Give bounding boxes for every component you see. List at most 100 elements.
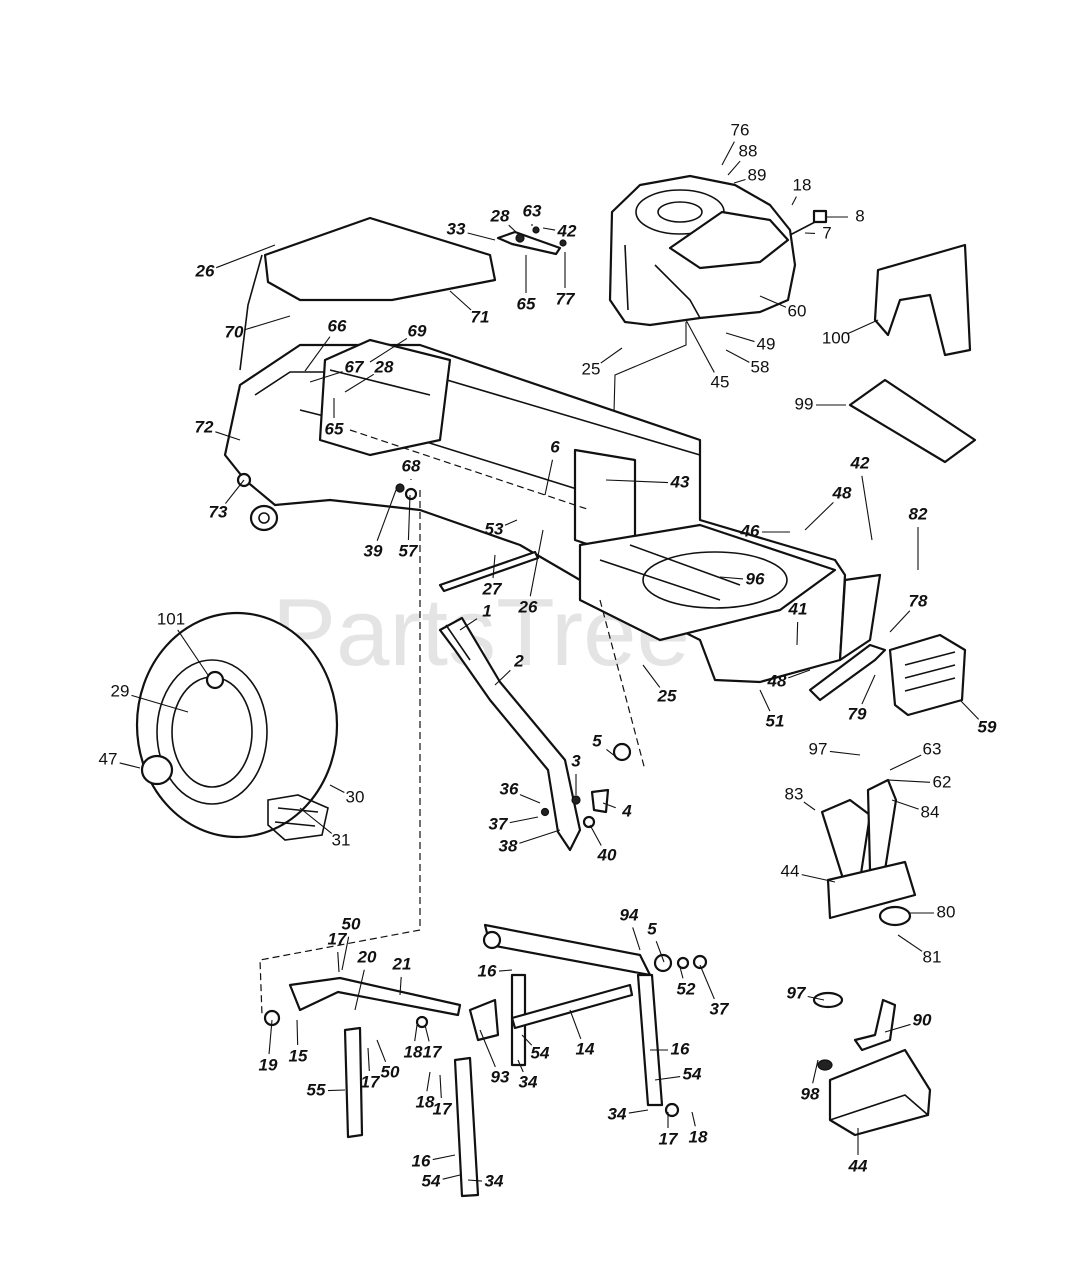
part-number-label: 66 — [328, 316, 347, 335]
part-number-label: 18 — [689, 1127, 708, 1146]
part-number-label: 34 — [485, 1171, 504, 1190]
part-number-label: 28 — [374, 357, 394, 376]
part-number-label: 62 — [933, 772, 952, 791]
part-number-label: 5 — [647, 919, 657, 938]
part-number-label: 7 — [822, 223, 831, 242]
part-number-label: 26 — [518, 597, 538, 616]
callout-leader — [801, 874, 836, 883]
part-number-label: 90 — [913, 1010, 932, 1029]
callout-leader — [304, 336, 331, 372]
part-number-label: 17 — [433, 1099, 453, 1118]
part-number-label: 50 — [342, 914, 361, 933]
part-number-label: 46 — [740, 521, 760, 540]
callout-leader — [897, 934, 923, 952]
callout-leader — [727, 160, 741, 176]
part-number-label: 18 — [793, 175, 812, 194]
callout-leader — [804, 501, 834, 531]
part-number-label: 63 — [523, 201, 542, 220]
rear-guard — [873, 243, 972, 357]
mount-plate — [848, 378, 977, 464]
part-number-label: 98 — [801, 1084, 820, 1103]
part-number-label: 101 — [157, 609, 185, 628]
callout-leader — [309, 371, 343, 383]
part-number-label: 48 — [767, 671, 787, 690]
part-number-label: 51 — [766, 711, 785, 730]
part-number-label: 45 — [711, 372, 730, 391]
muffler-lower — [812, 991, 932, 1137]
part-number-label: 93 — [491, 1067, 510, 1086]
callout-leader — [679, 966, 684, 979]
part-number-label: 81 — [923, 947, 942, 966]
seat-pan — [239, 216, 497, 371]
callout-leader — [889, 610, 911, 633]
part-number-label: 25 — [657, 686, 677, 705]
part-number-label: 42 — [850, 453, 870, 472]
callout-leader — [725, 349, 750, 363]
callout-leader — [504, 519, 518, 526]
part-number-label: 18 — [416, 1092, 435, 1111]
part-number-label: 48 — [832, 483, 852, 502]
heat-shield — [808, 633, 967, 717]
callout-leader — [354, 969, 365, 1011]
part-number-label: 25 — [582, 359, 601, 378]
callout-leader — [759, 689, 771, 712]
callout-leader — [508, 224, 517, 233]
callout-leader — [327, 1089, 346, 1092]
part-number-label: 17 — [328, 929, 348, 948]
callout-leader — [721, 141, 735, 166]
part-number-label: 54 — [683, 1064, 702, 1083]
part-number-label: 88 — [739, 141, 758, 160]
callout-leader — [517, 1059, 524, 1073]
callout-leader — [498, 969, 513, 972]
part-number-label: 80 — [937, 902, 956, 921]
callout-leader — [367, 1047, 370, 1072]
lift-linkage — [263, 923, 708, 1198]
part-number-label: 49 — [757, 334, 776, 353]
callout-leader — [492, 554, 496, 579]
engine — [608, 174, 828, 561]
part-number-label: 94 — [620, 905, 639, 924]
callout-leader — [733, 178, 746, 184]
part-number-label: 31 — [332, 830, 351, 849]
part-number-label: 70 — [225, 322, 244, 341]
part-number-label: 41 — [788, 599, 808, 618]
callout-leader — [442, 1174, 461, 1180]
part-number-label: 39 — [364, 541, 383, 560]
part-number-label: 73 — [209, 502, 228, 521]
part-number-label: 47 — [99, 749, 118, 768]
callout-leader — [509, 816, 539, 824]
part-number-label: 30 — [346, 787, 365, 806]
callout-leader — [691, 1111, 696, 1127]
part-number-label: 69 — [408, 321, 427, 340]
part-number-label: 8 — [855, 206, 864, 225]
callout-leader — [432, 1154, 456, 1161]
part-number-label: 53 — [485, 519, 504, 538]
part-number-label: 37 — [489, 814, 509, 833]
callout-leader — [337, 951, 340, 973]
part-number-label: 63 — [923, 739, 942, 758]
brake-pedal — [438, 616, 632, 852]
callout-leader — [449, 290, 472, 311]
part-number-label: 54 — [422, 1171, 441, 1190]
part-number-label: 54 — [531, 1043, 550, 1062]
callout-leader — [215, 244, 276, 269]
part-number-label: 44 — [848, 1156, 868, 1175]
callout-leader — [791, 196, 797, 206]
callout-leader — [344, 373, 375, 393]
callout-leader — [812, 1059, 819, 1084]
callout-leader — [796, 621, 799, 646]
callout-leader — [887, 779, 931, 783]
frame — [223, 338, 882, 684]
callout-leader — [759, 295, 787, 308]
part-number-label: 82 — [909, 504, 928, 523]
callout-leader — [884, 1023, 911, 1033]
callout-leader — [699, 964, 715, 1000]
callout-leader — [889, 754, 922, 771]
callout-leader — [632, 927, 641, 951]
callout-leader — [268, 1019, 273, 1055]
callout-leader — [399, 976, 402, 996]
part-number-label: 58 — [751, 357, 770, 376]
throttle-control — [496, 226, 567, 256]
part-number-label: 78 — [909, 591, 928, 610]
callout-leader — [521, 1034, 533, 1046]
